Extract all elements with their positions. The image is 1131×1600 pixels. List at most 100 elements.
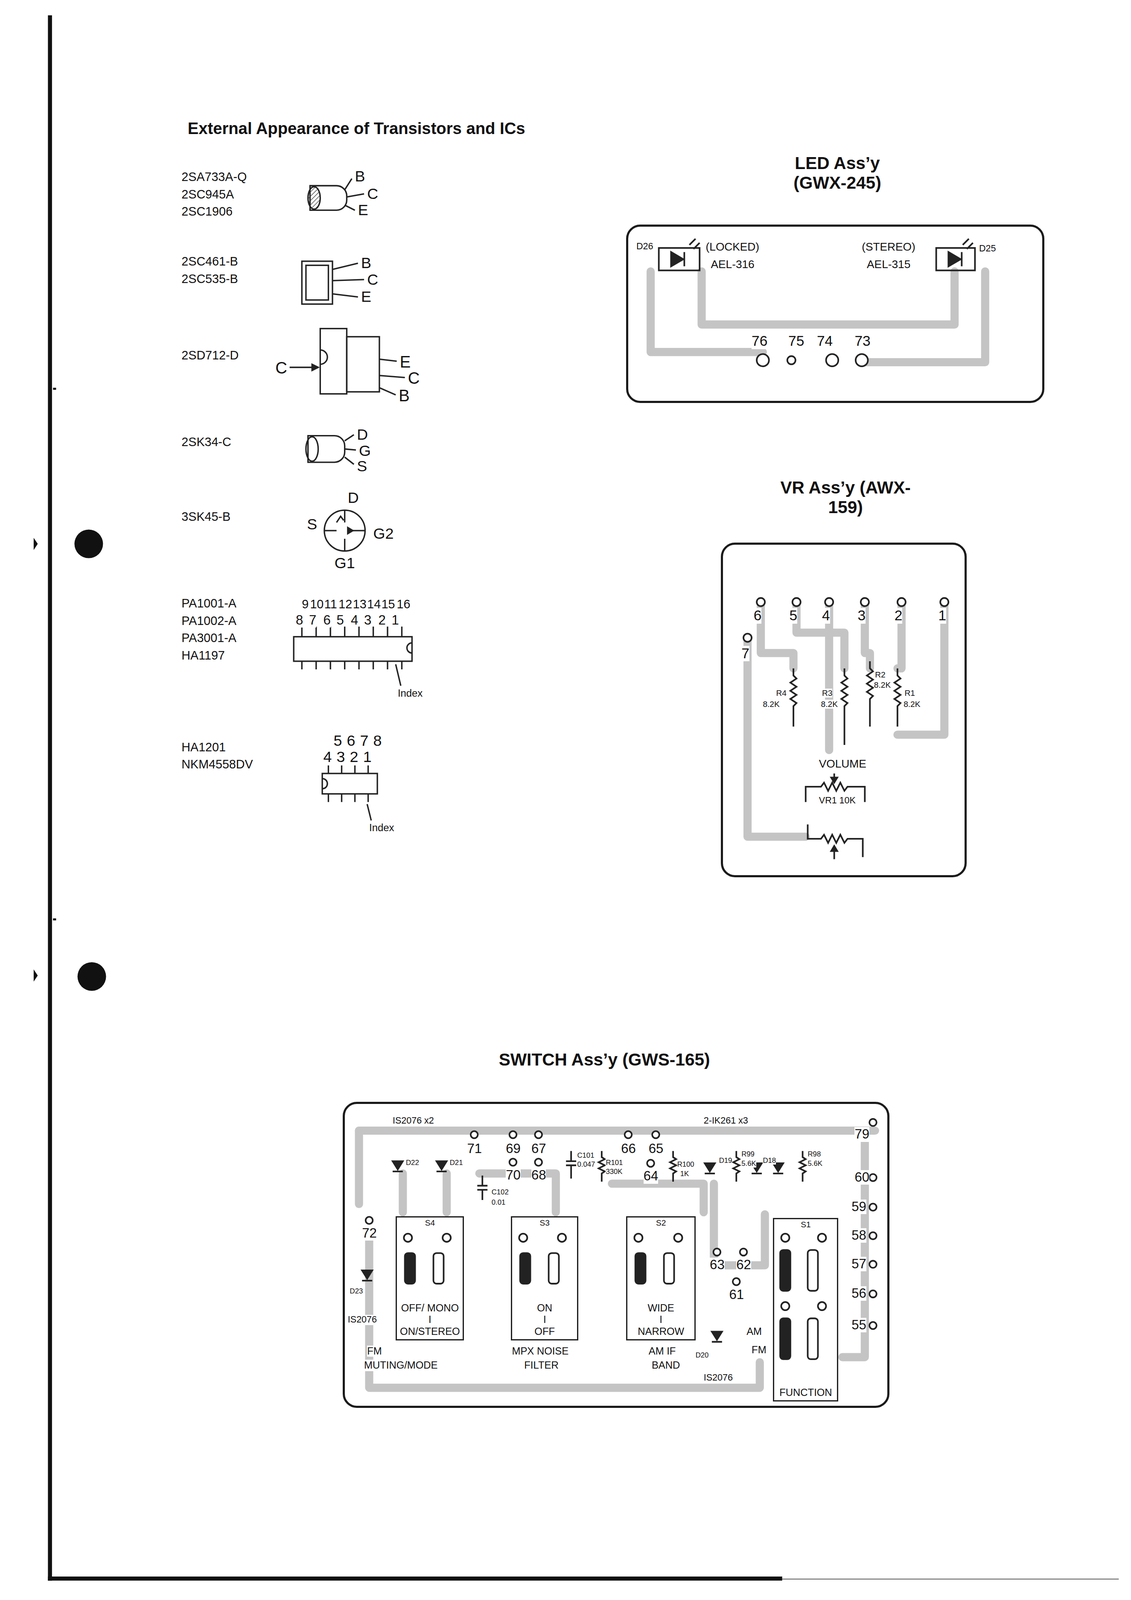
switch-position-label: NARROW xyxy=(637,1325,685,1337)
callout-label: BAND xyxy=(651,1359,680,1371)
callout-label: 1 xyxy=(938,607,947,624)
callout-label: 4 xyxy=(323,748,332,766)
callout-label: 70 xyxy=(505,1167,521,1183)
callout-label: 0.01 xyxy=(491,1198,506,1207)
callout-label: 5 xyxy=(789,607,798,624)
assembly-board: VR Ass’y (AWX-159) xyxy=(720,542,967,878)
callout-label: R101 xyxy=(605,1158,623,1167)
callout-label: FM xyxy=(367,1345,382,1357)
callout-label: 55 xyxy=(851,1317,867,1333)
callout-label: B xyxy=(398,386,410,405)
callout-label: 3 xyxy=(857,607,866,624)
switch-box: S3ONIOFF xyxy=(510,1215,579,1341)
callout-label: 56 xyxy=(851,1285,867,1301)
callout-label: 2 xyxy=(378,612,386,628)
callout-label: MPX NOISE xyxy=(512,1345,569,1357)
section-title: External Appearance of Transistors and I… xyxy=(187,119,526,138)
callout-label: 69 xyxy=(505,1141,521,1156)
callout-label: B xyxy=(361,254,372,272)
callout-label: IS2076 x2 xyxy=(392,1115,435,1126)
callout-label: 2SC535-B xyxy=(181,272,238,286)
callout-label: 15 xyxy=(381,597,396,612)
switch-number: S3 xyxy=(539,1218,550,1228)
callout-label: 62 xyxy=(736,1257,752,1272)
callout-label: D26 xyxy=(636,241,653,252)
callout-label: 8.2K xyxy=(762,699,780,709)
callout-label: 16 xyxy=(396,597,411,612)
callout-label: E xyxy=(361,288,372,306)
callout-label: 8 xyxy=(295,612,304,628)
board-heading: VR Ass’y (AWX-159) xyxy=(779,477,913,518)
callout-label: D23 xyxy=(349,1287,364,1295)
callout-label: IS2076 xyxy=(347,1314,377,1325)
callout-label: PA1002-A xyxy=(181,614,237,628)
switch-positions: WIDEINARROW xyxy=(637,1301,685,1337)
callout-label: C xyxy=(367,271,379,289)
callout-label: 74 xyxy=(816,333,833,350)
callout-label: 2SK34-C xyxy=(181,435,231,449)
callout-label: IS2076 xyxy=(703,1372,733,1383)
callout-label: 75 xyxy=(788,333,805,350)
switch-position-label: I xyxy=(428,1313,432,1325)
callout-label: AEL-315 xyxy=(866,258,911,271)
callout-label: 2SA733A-Q xyxy=(181,170,247,184)
callout-label: 1K xyxy=(680,1169,689,1178)
callout-label: R98 xyxy=(807,1150,822,1158)
callout-label: 330K xyxy=(605,1167,623,1176)
callout-label: D18 xyxy=(762,1156,776,1165)
callout-label: (LOCKED) xyxy=(705,240,760,254)
callout-label: R99 xyxy=(741,1150,755,1158)
callout-label: C xyxy=(275,358,288,377)
callout-label: 63 xyxy=(709,1257,725,1272)
callout-label: 73 xyxy=(854,333,871,350)
callout-label: AM xyxy=(746,1325,762,1337)
callout-label: E xyxy=(358,201,369,219)
callout-label: S xyxy=(306,515,318,533)
callout-label: 7 xyxy=(308,612,317,628)
callout-label: 3 xyxy=(364,612,372,628)
board-heading: SWITCH Ass’y (GWS-165) xyxy=(498,1049,711,1070)
switch-box: S1FUNCTION xyxy=(772,1217,839,1402)
callout-label: D22 xyxy=(405,1158,420,1167)
callout-label: G2 xyxy=(373,525,394,543)
callout-label: 12 xyxy=(338,597,353,612)
callout-label: 64 xyxy=(643,1168,659,1184)
callout-label: 76 xyxy=(751,333,768,350)
callout-label: 2SD712-D xyxy=(181,348,239,363)
switch-number: S2 xyxy=(655,1218,666,1228)
callout-label: 68 xyxy=(531,1167,547,1183)
callout-label: 9 xyxy=(301,597,309,612)
callout-label: (STEREO) xyxy=(861,240,916,254)
callout-label: D25 xyxy=(979,243,996,254)
callout-label: 67 xyxy=(531,1141,547,1156)
switch-positions: OFF/ MONOION/STEREO xyxy=(399,1301,461,1337)
switch-position-label: OFF xyxy=(534,1325,555,1337)
board-heading: LED Ass’y (GWX-245) xyxy=(771,153,904,193)
switch-positions: ONIOFF xyxy=(534,1301,555,1337)
callout-label: 2SC461-B xyxy=(181,254,238,269)
callout-label: FM xyxy=(751,1343,767,1356)
callout-label: 8.2K xyxy=(903,699,921,709)
switch-levers xyxy=(403,1233,826,1359)
callout-label: PA1001-A xyxy=(181,596,237,611)
callout-label: R2 xyxy=(874,670,886,680)
callout-label: PA3001-A xyxy=(181,631,237,645)
callout-label: Index xyxy=(397,687,423,699)
callout-label: 65 xyxy=(648,1141,664,1156)
callout-label: 4 xyxy=(822,607,831,624)
callout-label: 59 xyxy=(851,1199,867,1214)
callout-label: 4 xyxy=(350,612,359,628)
switch-position-label: ON xyxy=(536,1301,553,1314)
callout-label: 5 xyxy=(336,612,344,628)
callout-label: B xyxy=(355,168,366,185)
callout-label: 2 xyxy=(349,748,359,766)
callout-label: G xyxy=(358,442,371,460)
callout-label: 5.6K xyxy=(741,1159,756,1168)
callout-label: R100 xyxy=(677,1160,695,1169)
callout-label: 0.047 xyxy=(577,1160,595,1169)
callout-label: 8 xyxy=(373,732,382,750)
callout-label: 2SC1906 xyxy=(181,204,233,219)
callout-label: 3 xyxy=(336,748,346,766)
